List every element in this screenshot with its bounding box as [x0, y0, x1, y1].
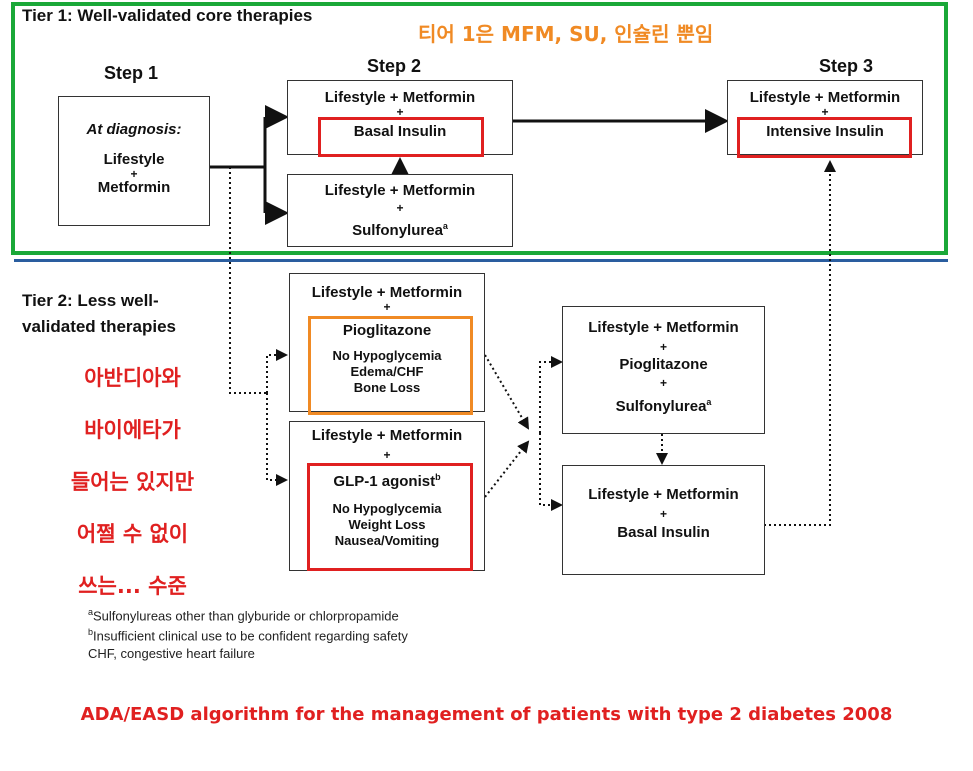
annotation-line: 쓰는... 수준	[78, 574, 187, 598]
footnote-chf: CHF, congestive heart failure	[88, 645, 255, 661]
pioglitazone-box: Lifestyle + Metformin + Pioglitazone No …	[289, 273, 485, 412]
pioglitazone-sulfonylurea-box: Lifestyle + Metformin + Pioglitazone + S…	[562, 306, 765, 434]
su-box-line1: Lifestyle + Metformin	[324, 182, 476, 199]
step3-label: Step 3	[819, 56, 874, 76]
annotation-line: 들어는 있지만	[70, 470, 195, 494]
intensive-box-plus: +	[821, 105, 829, 119]
annotation-line: 바이에타가	[84, 418, 181, 442]
tier1-highlight-frame	[11, 2, 948, 255]
caption: ADA/EASD algorithm for the management of…	[80, 704, 893, 725]
basal2-line2: Basal Insulin	[617, 524, 710, 541]
pio-note-edema: Edema/CHF	[350, 364, 424, 379]
diagnosis-metformin: Metformin	[97, 179, 171, 196]
glp-note-nausea: Nausea/Vomiting	[334, 533, 440, 548]
piosu-line3: Sulfonylureaa	[615, 397, 712, 415]
tier1-annotation: 티어 1은 MFM, SU, 인슐린 뿐임	[418, 22, 714, 46]
piosu-line1: Lifestyle + Metformin	[588, 319, 739, 336]
basal2-plus: +	[659, 507, 667, 521]
step1-label: Step 1	[104, 63, 159, 83]
pio-box-line2: Pioglitazone	[342, 322, 432, 339]
annotation-line: 아반디아와	[84, 366, 181, 390]
intensive-insulin-highlight	[737, 117, 912, 158]
piosu-plus2: +	[659, 376, 667, 390]
tier-separator	[14, 259, 948, 262]
tier1-title: Tier 1: Well-validated core therapies	[22, 6, 313, 25]
pio-note-bone: Bone Loss	[353, 380, 421, 395]
basal-box-line2: Basal Insulin	[353, 123, 447, 140]
intensive-box-line1: Lifestyle + Metformin	[749, 89, 901, 106]
pio-box-plus: +	[383, 300, 391, 314]
piosu-line2: Pioglitazone	[619, 356, 708, 373]
annotation-line: 어쩔 수 없이	[76, 522, 189, 546]
glp1-highlight	[307, 463, 473, 571]
pioglitazone-highlight	[308, 316, 473, 415]
diagnosis-title: At diagnosis:	[86, 121, 182, 138]
glp-box-line2: GLP-1 agonistb	[333, 472, 441, 490]
su-box-plus: +	[396, 201, 404, 215]
tier2-annotation: 아반디아와 바이에타가 들어는 있지만 어쩔 수 없이 쓰는... 수준	[30, 352, 235, 612]
step2-label: Step 2	[367, 56, 422, 76]
pio-note-hypo: No Hypoglycemia	[332, 348, 442, 363]
basal-insulin-highlight	[318, 117, 484, 157]
piosu-sup: a	[706, 397, 712, 407]
sulfonylurea-box: Lifestyle + Metformin + Sulfonylureaa	[287, 174, 513, 247]
tier2-title: Tier 2: Less well- validated therapies	[22, 291, 177, 336]
glp1-box: Lifestyle + Metformin + GLP-1 agonistb N…	[289, 421, 485, 571]
piosu-plus1: +	[659, 340, 667, 354]
diagnosis-lifestyle: Lifestyle	[103, 151, 165, 168]
diagnosis-plus: +	[130, 167, 138, 181]
glp-sup: b	[435, 472, 441, 482]
glp-note-weight: Weight Loss	[348, 517, 426, 532]
basal-box-plus: +	[396, 105, 404, 119]
glp-box-line1: Lifestyle + Metformin	[311, 427, 463, 444]
su-sup: a	[442, 221, 448, 231]
su-box-line2: Sulfonylureaa	[352, 221, 448, 239]
tier2-basal-insulin-box: Lifestyle + Metformin + Basal Insulin	[562, 465, 765, 575]
diagnosis-box: At diagnosis: Lifestyle + Metformin	[58, 96, 210, 226]
intensive-box-line2: Intensive Insulin	[766, 123, 884, 140]
glp-box-plus: +	[383, 448, 391, 462]
basal-box-line1: Lifestyle + Metformin	[324, 89, 476, 106]
footnote-a: aSulfonylureas other than glyburide or c…	[88, 607, 399, 624]
footnotes: aSulfonylureas other than glyburide or c…	[88, 604, 408, 662]
footnote-b: bInsufficient clinical use to be confide…	[88, 627, 408, 644]
glp-note-hypo: No Hypoglycemia	[332, 501, 442, 516]
basal2-line1: Lifestyle + Metformin	[588, 486, 739, 503]
pio-box-line1: Lifestyle + Metformin	[311, 284, 463, 301]
